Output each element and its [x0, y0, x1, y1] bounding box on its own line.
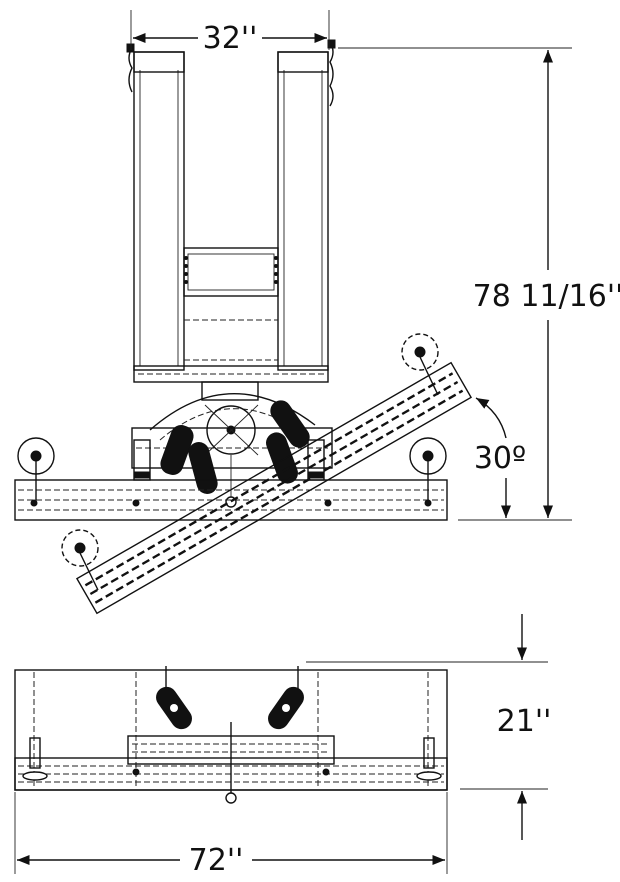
tilted-right-pad	[401, 333, 439, 396]
upright-mast	[126, 39, 336, 383]
side-spring-left	[156, 666, 192, 730]
dimension-height-total: 78 11/16''	[338, 47, 620, 521]
tilted-left-pad	[61, 529, 99, 591]
dimension-height-side-label: 21''	[497, 704, 552, 739]
dimension-width-top: 32''	[130, 10, 330, 56]
dimension-tilt-angle-label: 30º	[474, 441, 526, 476]
dimension-width-base: 72''	[14, 792, 448, 878]
brace-bolts	[184, 256, 278, 284]
side-brackets	[133, 439, 325, 481]
right-pad	[409, 437, 447, 500]
dimension-height-total-label: 78 11/16''	[473, 279, 620, 314]
left-pad	[17, 437, 55, 500]
spring-left-lower	[188, 442, 218, 494]
dimension-height-side: 21''	[306, 614, 551, 840]
dimension-tilt-angle: 30º	[474, 397, 526, 518]
dimension-width-base-label: 72''	[189, 843, 244, 878]
side-spring-right	[268, 666, 304, 730]
tilted-beam	[75, 361, 473, 615]
spring-left-upper	[160, 425, 194, 475]
spring-right-upper	[270, 400, 310, 448]
side-foot-right	[416, 737, 442, 781]
side-bolts	[132, 768, 330, 776]
dimension-width-top-label: 32''	[203, 21, 258, 56]
base-beam-bolts	[30, 499, 432, 507]
front-view	[14, 39, 473, 615]
side-view	[14, 666, 448, 804]
side-foot-left	[22, 737, 48, 781]
